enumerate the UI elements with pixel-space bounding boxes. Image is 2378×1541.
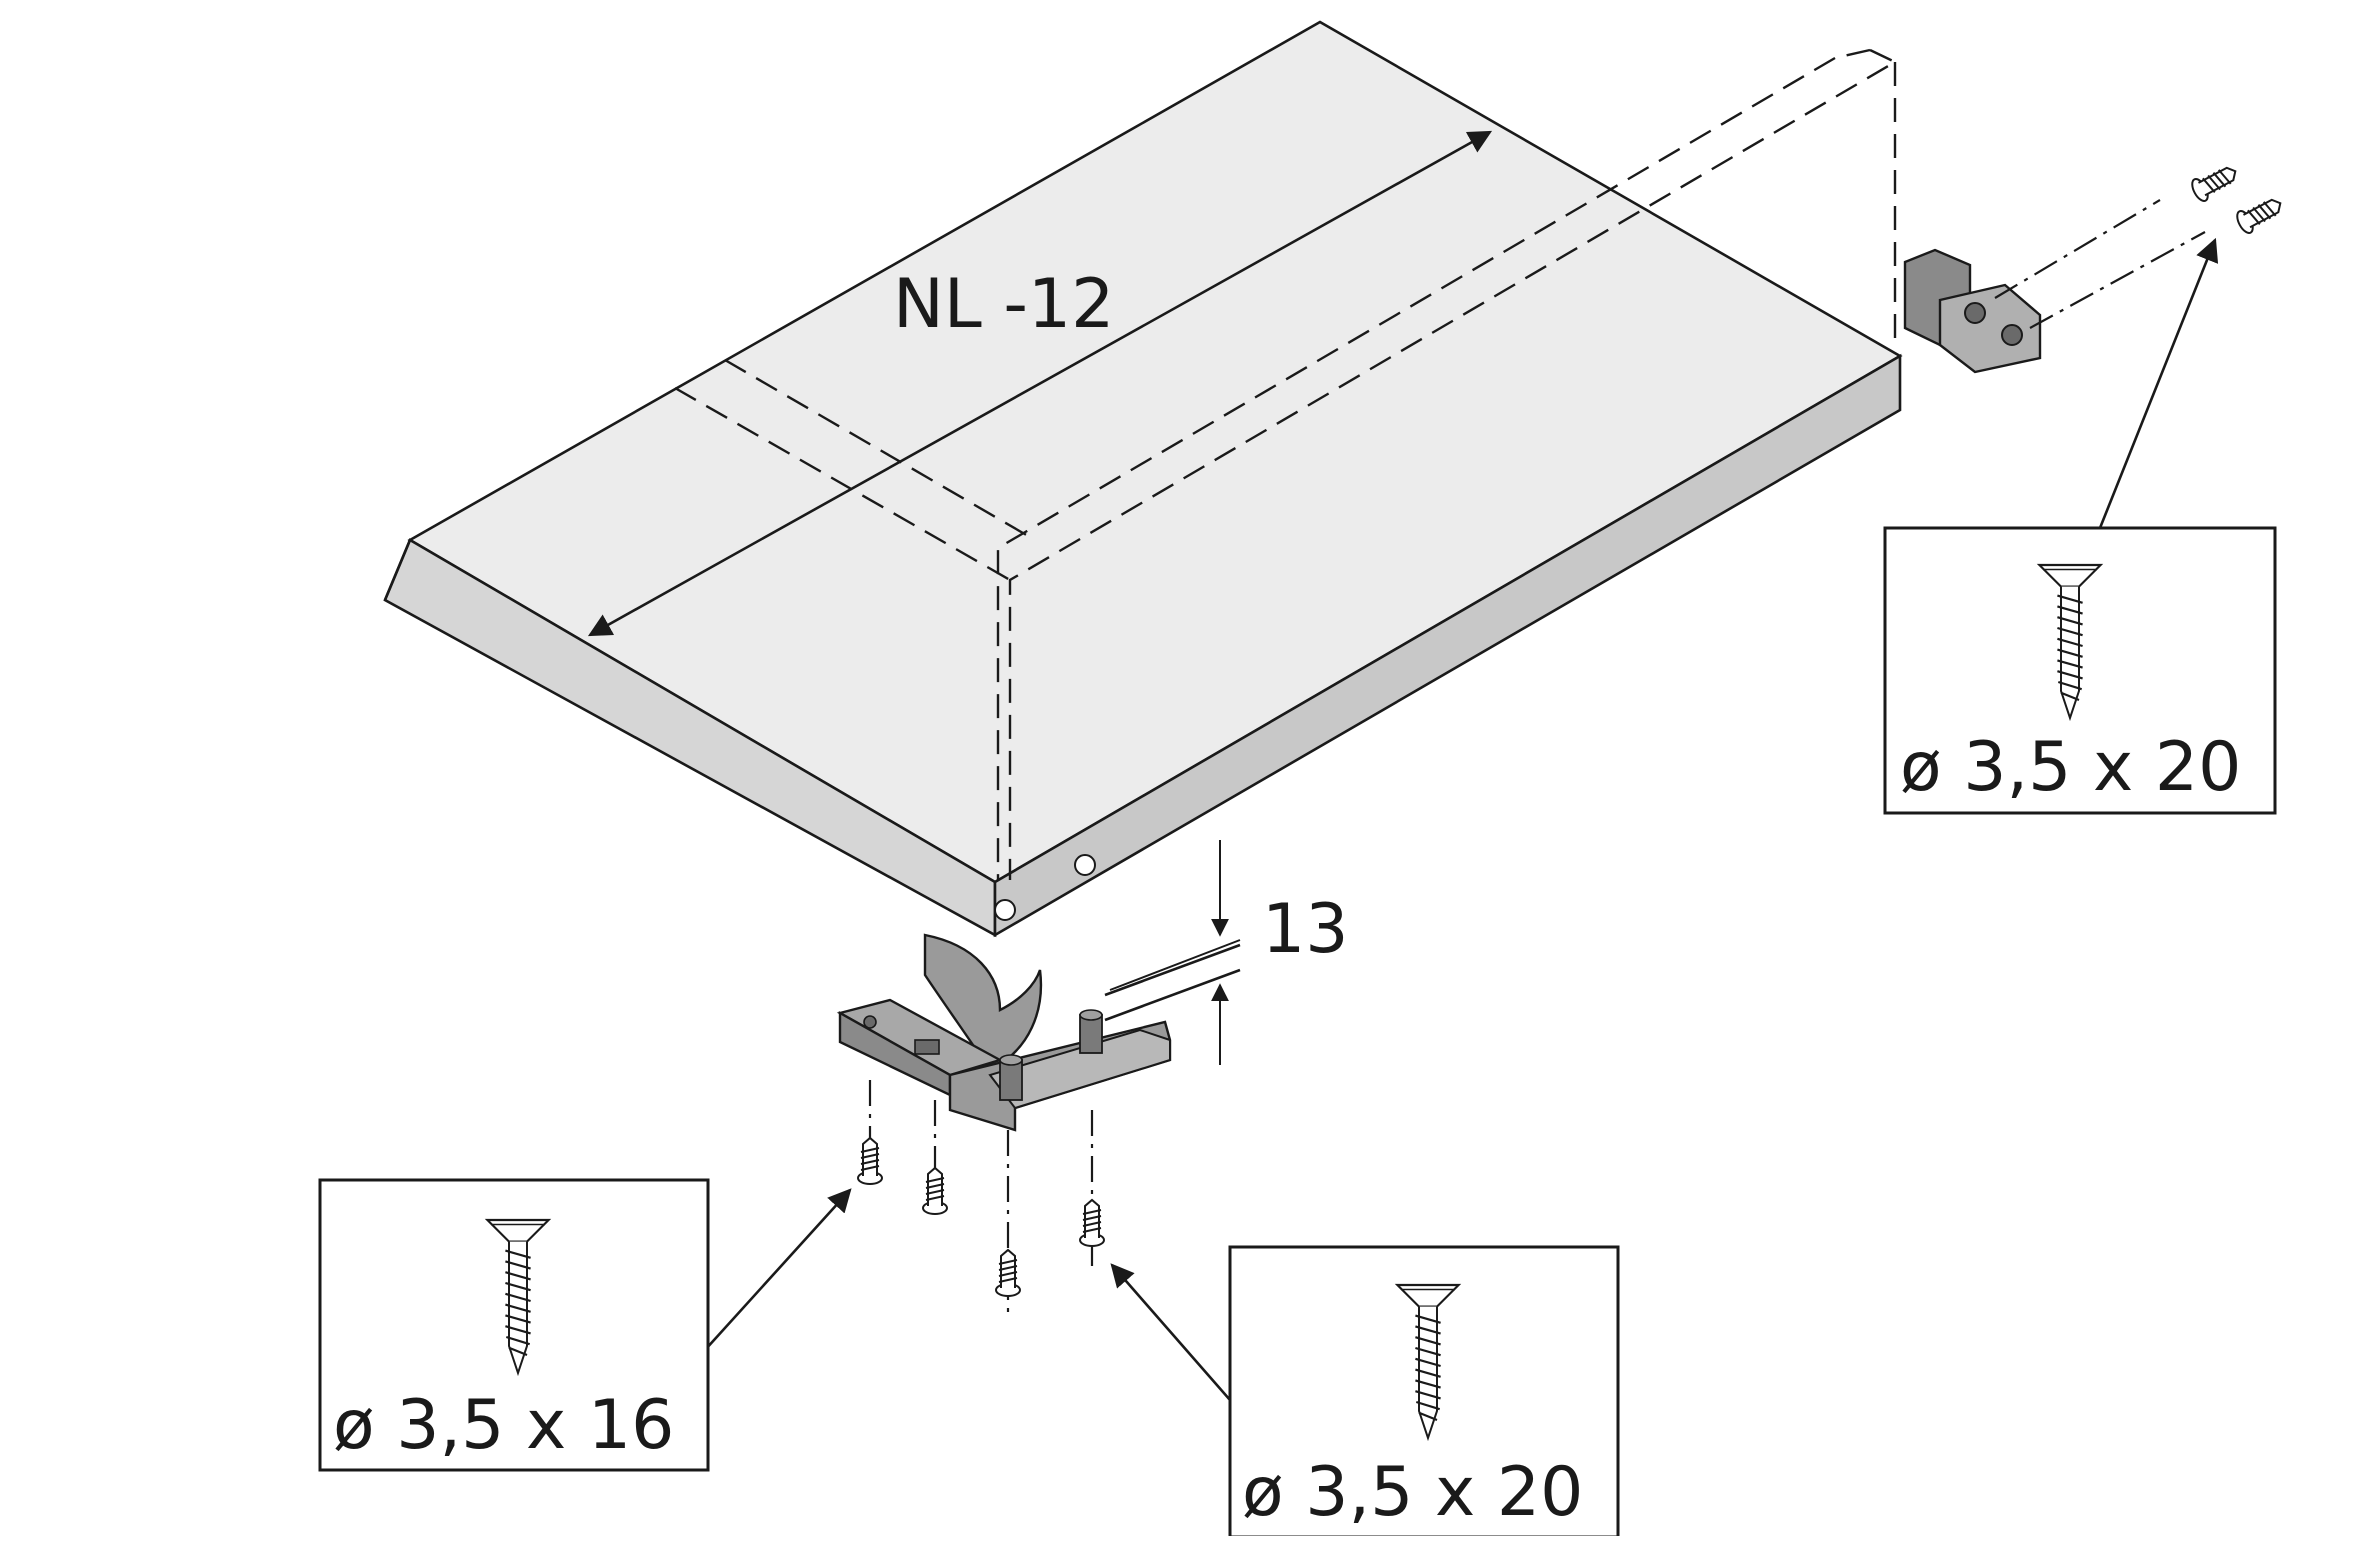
length-arrow xyxy=(587,130,1493,637)
callout-left-screw-label: ø 3,5 x 16 xyxy=(333,1386,674,1465)
callout-rear-screw: ø 3,5 x 20 xyxy=(1883,237,2277,815)
drawer-panel xyxy=(383,20,1903,938)
callout-rear-screw-label: ø 3,5 x 20 xyxy=(1900,728,2241,807)
length-dimension: NL -12 xyxy=(587,130,1493,637)
height-dimension-label: 13 xyxy=(1262,890,1349,969)
screw-axes xyxy=(857,1080,1105,1312)
panel-right-face xyxy=(993,353,1902,938)
height-dimension: 13 xyxy=(1109,840,1349,1065)
callout-front-screw: ø 3,5 x 20 xyxy=(1110,1245,1620,1539)
callout-front-screw-label: ø 3,5 x 20 xyxy=(1242,1453,1583,1532)
length-label: NL -12 xyxy=(893,265,1114,344)
callout-left-screw: ø 3,5 x 16 xyxy=(318,1178,852,1472)
rear-bracket xyxy=(1903,159,2287,374)
front-bracket xyxy=(836,933,1241,1132)
